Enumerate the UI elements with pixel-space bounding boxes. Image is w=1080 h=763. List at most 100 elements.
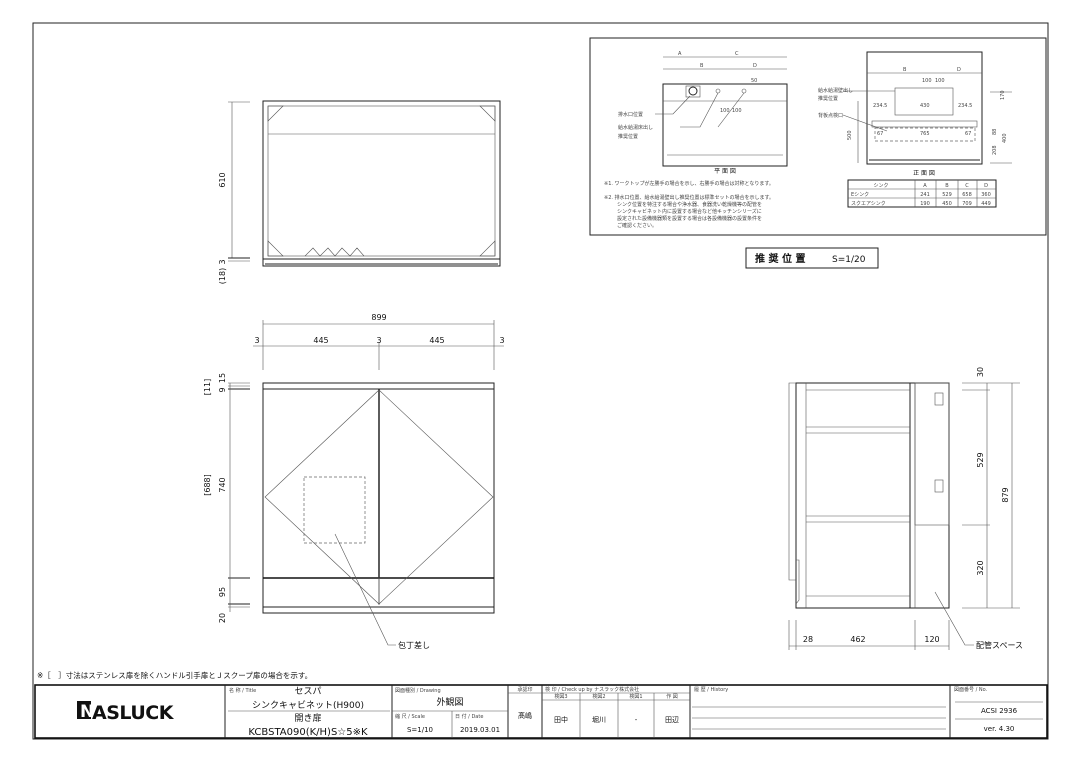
elev-dim-170: 170 <box>1000 90 1006 100</box>
table-cell: 709 <box>962 201 972 207</box>
inset-note-6: ご確認ください。 <box>617 222 657 229</box>
dim-door-height: 740 <box>218 477 227 492</box>
drawing-number: ACSI 2936 <box>981 707 1018 715</box>
number-label: 図面番号 / No. <box>954 686 988 693</box>
title-product: シンクキャビネット(H900) <box>252 700 364 711</box>
plan-title: 平 面 図 <box>714 168 736 175</box>
dim-bracket-688: [688] <box>203 474 212 496</box>
dim-depth: 610 <box>218 172 227 187</box>
dim-side-lower: 320 <box>976 560 985 575</box>
plan-dim-50: 50 <box>751 78 757 84</box>
table-header: シンク <box>873 183 888 189</box>
side-view: 30 529 320 879 28 462 120 配管スペース <box>788 367 1023 650</box>
elev-dim-208: 208 <box>992 145 998 155</box>
table-cell: 241 <box>920 192 930 198</box>
check-header: 検図1 <box>629 693 642 700</box>
logo-text: ASLUCK <box>92 702 175 724</box>
check-header: 検図3 <box>554 693 567 700</box>
inset-note-4: シンクキャビネット内に設置する場合など他キッチンシリーズに <box>617 208 762 215</box>
front-view: 899 3 445 3 445 3 包丁差し 15 9 [11] 740 [68… <box>203 313 505 650</box>
elev-dim-88: 88 <box>992 129 998 135</box>
dim-door-right: 445 <box>429 336 444 345</box>
inset-caption-box <box>745 247 879 269</box>
inset-note-1: ※1. ワークトップが左勝手の場合を示し、右勝手の場合は対称となります。 <box>604 180 774 187</box>
plan-label-a: A <box>678 51 682 57</box>
approval-label: 承認印 <box>517 686 532 693</box>
sink-dimension-table: シンク A B C D Eシンク 241 529 658 360 スクエアシンク… <box>847 179 997 208</box>
inset-caption-scale: S=1/20 <box>832 255 866 265</box>
knife-rack-icon <box>304 247 365 257</box>
elev-label-supply2: 推奨位置 <box>818 95 838 102</box>
check-header: 作 図 <box>666 693 678 700</box>
approval-stamp: 髙嶋 <box>518 711 532 720</box>
title-door-type: 開き扉 <box>294 712 321 724</box>
dim-bracket-11: [11] <box>203 379 212 395</box>
elev-dim-67a: 67 <box>877 131 883 137</box>
dim-side-top: 30 <box>976 367 985 377</box>
top-view: 610 3 (18) <box>218 100 501 284</box>
door-swing-right <box>378 389 494 605</box>
knife-holder-outline <box>303 476 366 544</box>
check-value: 田中 <box>554 715 568 724</box>
dim-door-left: 445 <box>313 336 328 345</box>
table-cell: Eシンク <box>851 192 869 198</box>
elev-label-d: D <box>957 67 961 73</box>
check-header: 検図2 <box>592 693 605 700</box>
inset-note-5: 設定された設備機器類を設置する場合は各設備機器の設置条件を <box>617 215 762 222</box>
dim-top-9: 9 <box>218 387 227 392</box>
table-cell: 658 <box>962 192 972 198</box>
check-value: 堀川 <box>592 715 606 724</box>
drawing-version: ver. 4.30 <box>984 725 1015 733</box>
dim-side-d3: 120 <box>924 635 939 644</box>
nasluck-logo: ASLUCK N <box>77 701 175 724</box>
table-cell: 529 <box>942 192 952 198</box>
table-cell: 190 <box>920 201 930 207</box>
elev-dim-100b: 100 <box>935 78 945 84</box>
drawing-type: 外観図 <box>436 696 463 708</box>
elev-dim-430: 430 <box>920 103 930 109</box>
dim-gap-left: 3 <box>254 336 259 345</box>
plan-label-b: B <box>700 63 704 69</box>
dim-gap: 3 <box>218 259 227 264</box>
elev-dim-2345a: 234.5 <box>873 103 887 109</box>
scale-value: S=1/10 <box>407 726 433 734</box>
dim-side-d1: 28 <box>803 635 813 644</box>
plan-dim-100a: 100 <box>720 108 730 114</box>
door-swing-left <box>264 389 380 605</box>
table-cell: 450 <box>942 201 952 207</box>
plan-label-d: D <box>753 63 757 69</box>
dim-gap-center: 3 <box>376 336 381 345</box>
title-label: 名 称 / Title <box>229 687 256 694</box>
table-header: A <box>923 183 927 189</box>
elev-title: 正 面 図 <box>913 170 935 177</box>
title-series: セスパ <box>294 686 321 697</box>
plan-label-drain: 排水口位置 <box>618 111 643 118</box>
elev-dim-2345b: 234.5 <box>958 103 972 109</box>
drawing-label: 図面種別 / Drawing <box>395 687 441 694</box>
history-label: 履 歴 / History <box>694 687 728 693</box>
date-value: 2019.03.01 <box>460 726 500 734</box>
dim-door-thickness: (18) <box>218 268 227 284</box>
check-value: 田辺 <box>665 716 679 724</box>
plan-label-c: C <box>735 51 739 57</box>
dim-plinth: 95 <box>218 587 227 597</box>
table-cell: 360 <box>981 192 991 198</box>
table-header: C <box>965 183 969 189</box>
elev-dim-67b: 67 <box>965 131 971 137</box>
elev-label-b: B <box>903 67 907 73</box>
elev-dim-765: 765 <box>920 131 930 137</box>
dim-total-width: 899 <box>371 313 386 322</box>
elev-label-supply: 給水給湯壁出し <box>818 87 853 94</box>
scale-label: 縮 尺 / Scale <box>395 713 425 720</box>
dim-bottom: 20 <box>218 613 227 623</box>
dim-side-d2: 462 <box>850 635 865 644</box>
plan-label-supply2: 推奨位置 <box>618 133 638 140</box>
table-header: D <box>984 183 988 189</box>
table-header: B <box>945 183 949 189</box>
plan-label-supply: 給水給湯床出し <box>618 124 653 131</box>
inset-caption: 推 奨 位 置 <box>755 252 805 265</box>
dim-gap-right: 3 <box>499 336 504 345</box>
dim-side-upper: 529 <box>976 452 985 467</box>
label-knife-holder: 包丁差し <box>398 640 430 650</box>
